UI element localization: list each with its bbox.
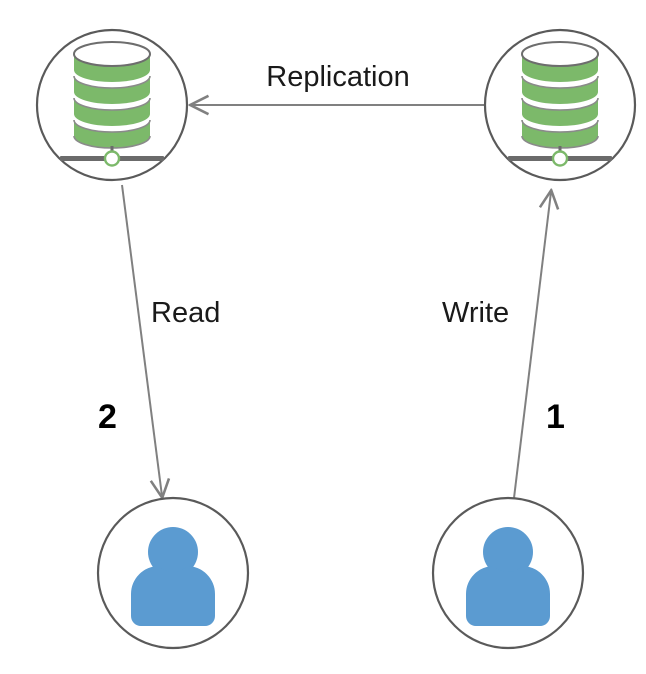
read-arrow (121, 184, 162, 496)
read-label: Read (151, 297, 220, 329)
write-arrow (513, 192, 551, 499)
read-edge: Read 2 (98, 184, 220, 496)
read-step-number: 2 (98, 398, 117, 436)
write-edge: Write 1 (442, 192, 565, 499)
replication-label: Replication (266, 61, 409, 93)
replication-edge: Replication (192, 61, 486, 105)
node-writer-user[interactable] (431, 496, 585, 650)
node-primary-database[interactable] (35, 28, 189, 182)
write-label: Write (442, 297, 509, 329)
node-secondary-database[interactable] (483, 28, 637, 182)
node-reader-user[interactable] (96, 496, 250, 650)
write-step-number: 1 (546, 398, 565, 436)
